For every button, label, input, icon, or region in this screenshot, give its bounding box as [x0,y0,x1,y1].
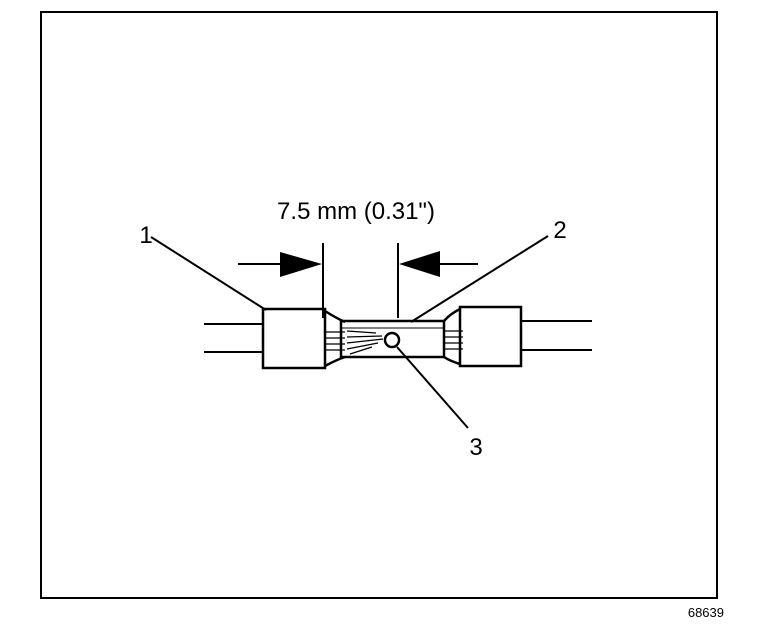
inspection-hole [383,331,401,349]
wire-left [204,323,263,353]
leader-line-1 [150,236,267,311]
leader-line-3 [396,346,469,429]
leader-line-2 [410,235,549,323]
figure-frame [40,11,718,599]
dimension-arrow-right [399,251,478,277]
callout-3: 3 [469,434,482,461]
insulation-sleeve-right [443,305,523,368]
splice-sleeve [339,319,446,359]
wire-right [521,320,592,351]
callout-2: 2 [553,217,566,244]
dimension-label: 7.5 mm (0.31") [277,198,435,225]
figure-id: 68639 [687,605,724,620]
dimension-arrow-left [238,252,322,277]
callout-1: 1 [139,222,152,249]
wire-strands-inside [346,330,384,355]
